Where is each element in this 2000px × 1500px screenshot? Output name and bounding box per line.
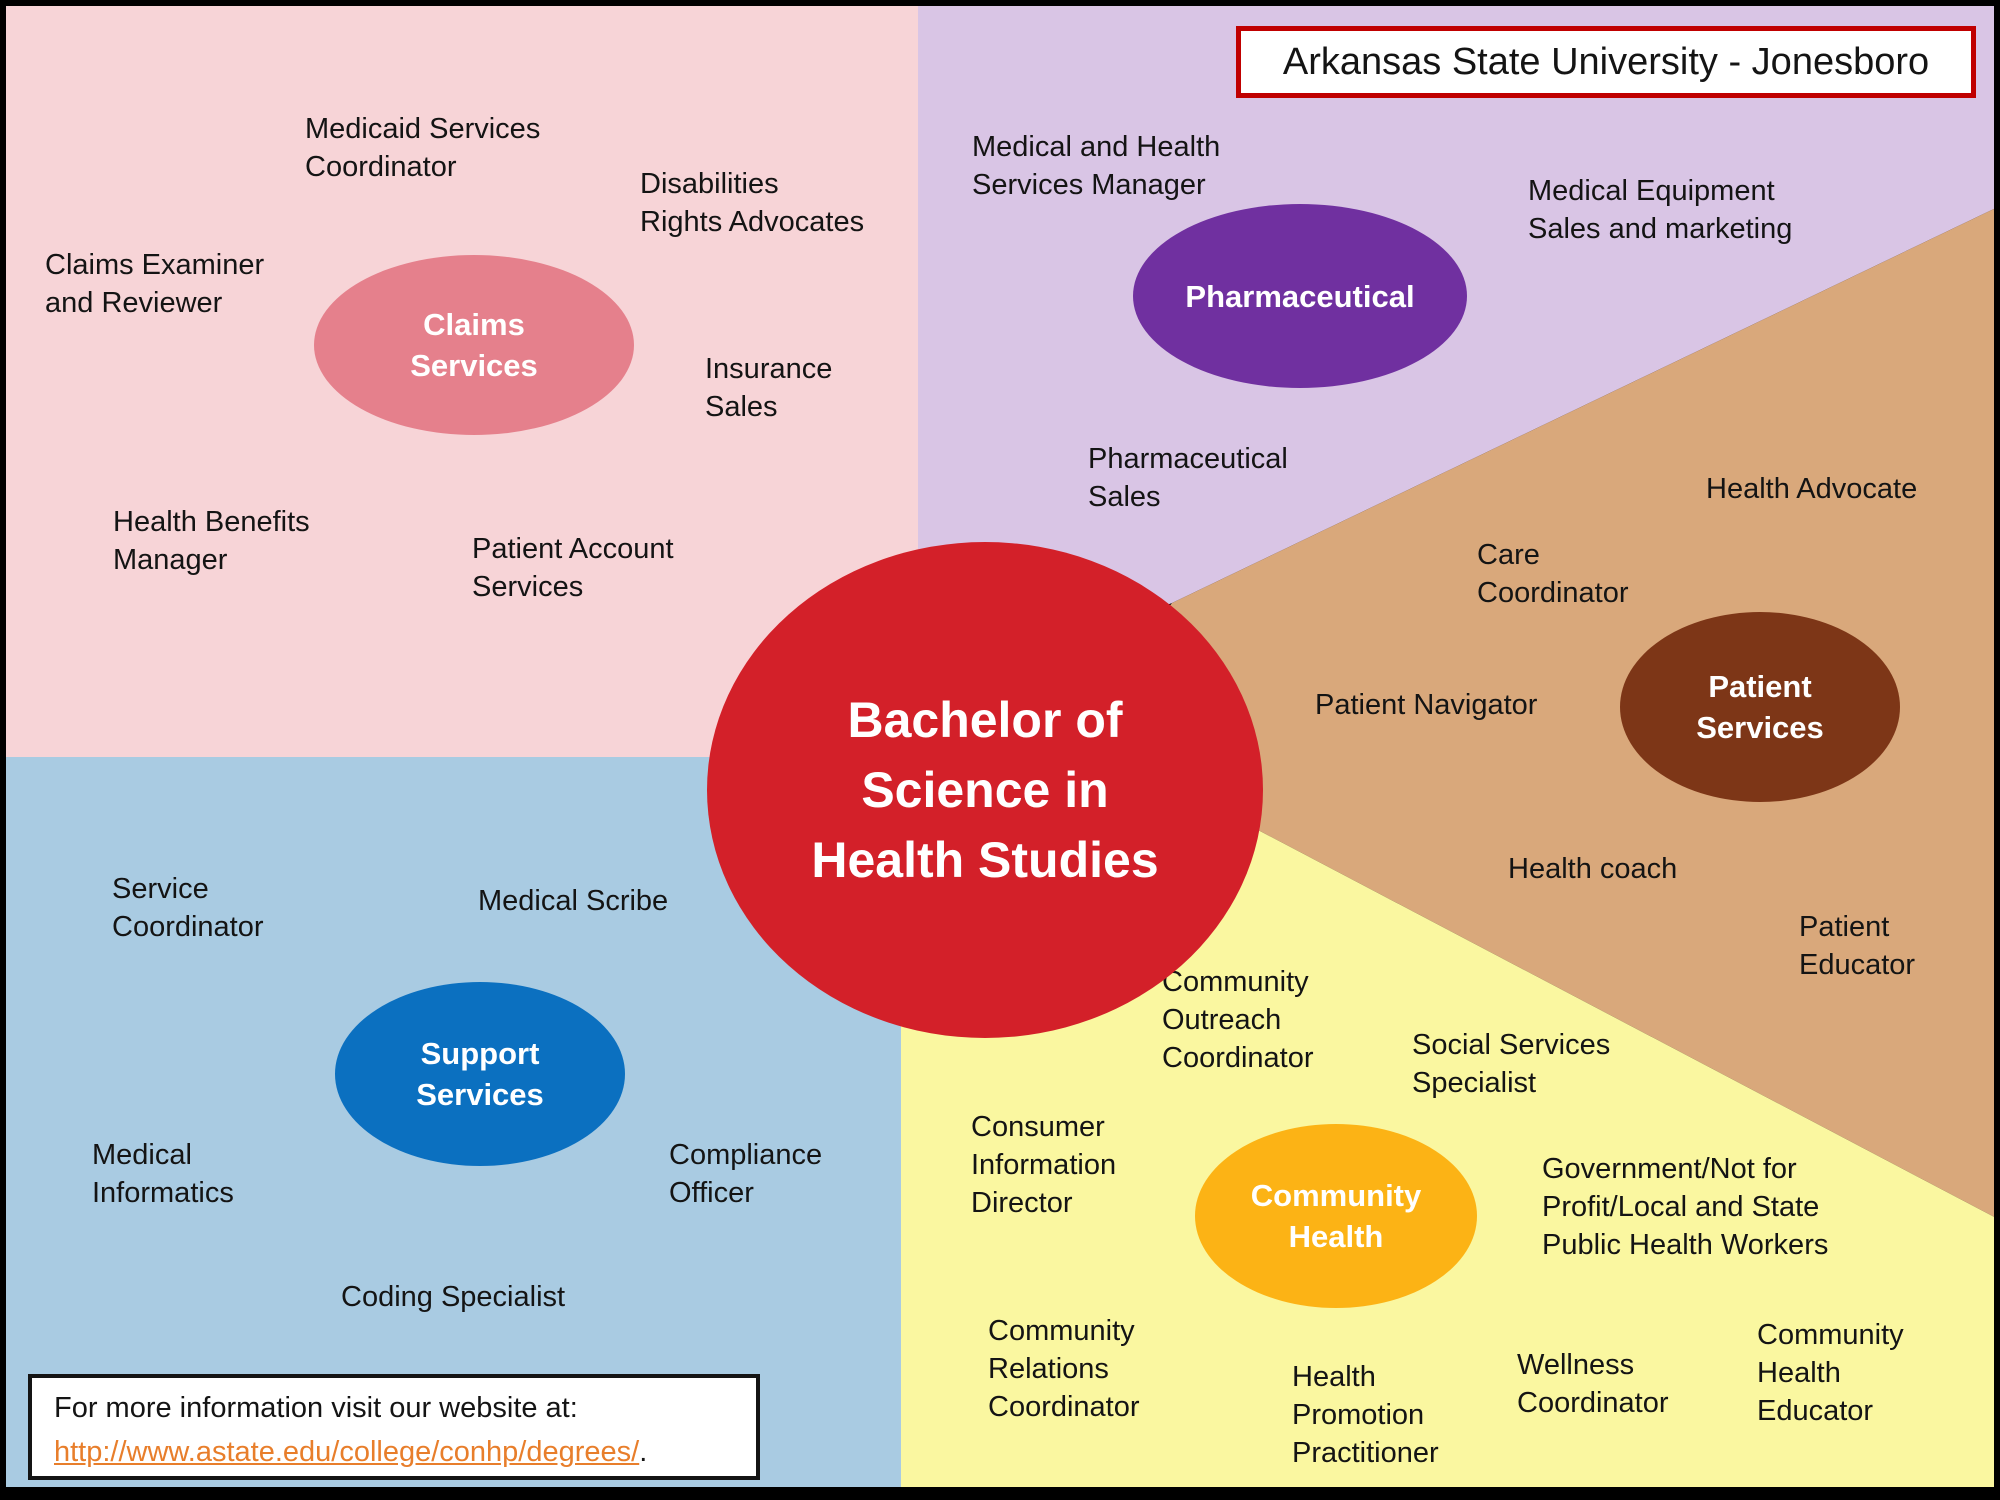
website-link[interactable]: http://www.astate.edu/college/conhp/degr… [54,1436,640,1468]
job-medicaid-services-coordinator: Medicaid Services Coordinator [305,113,541,183]
job-health-coach: Health coach [1508,853,1678,885]
job-government-public-health-workers: Government/Not for Profit/Local and Stat… [1542,1153,1829,1261]
job-pharmaceutical-sales: Pharmaceutical Sales [1088,443,1288,513]
job-health-promotion-practitioner: Health Promotion Practitioner [1292,1361,1439,1469]
job-social-services-specialist: Social Services Specialist [1412,1029,1611,1099]
degree-title-circle: Bachelor of Science in Health Studies [707,542,1263,1038]
job-health-advocate: Health Advocate [1706,473,1918,505]
job-medical-health-services-manager: Medical and Health Services Manager [972,131,1221,201]
support-services-ellipse: Support Services [335,982,625,1166]
university-title: Arkansas State University - Jonesboro [1282,40,1930,83]
job-compliance-officer: Compliance Officer [669,1139,823,1209]
job-health-benefits-manager: Health Benefits Manager [113,506,310,576]
job-care-coordinator: Care Coordinator [1477,539,1629,609]
frame-border-left [0,0,6,1500]
job-patient-educator: Patient Educator [1799,911,1916,981]
job-patient-account-services: Patient Account Services [472,533,674,603]
frame-border-top [0,0,2000,6]
job-community-outreach-coordinator: Community Outreach Coordinator [1162,966,1314,1074]
frame-border-bottom [0,1487,2000,1500]
frame-border-right [1994,0,2000,1500]
claims-services-ellipse: Claims Services [314,255,634,435]
university-title-box: Arkansas State University - Jonesboro [1236,26,1976,98]
job-claims-examiner-reviewer: Claims Examiner and Reviewer [45,249,265,319]
job-medical-scribe: Medical Scribe [478,885,669,917]
job-insurance-sales: Insurance Sales [705,353,833,423]
job-service-coordinator: Service Coordinator [112,873,264,943]
footer-prompt: For more information visit our website a… [54,1392,578,1424]
job-medical-equipment-sales-marketing: Medical Equipment Sales and marketing [1528,175,1793,245]
patient-services-ellipse: Patient Services [1620,612,1900,802]
job-disabilities-rights-advocates: Disabilities Rights Advocates [640,168,865,238]
job-consumer-information-director: Consumer Information Director [971,1111,1117,1219]
job-community-relations-coordinator: Community Relations Coordinator [988,1315,1140,1423]
pharmaceutical-ellipse: Pharmaceutical [1133,204,1467,388]
job-coding-specialist: Coding Specialist [341,1281,566,1313]
footer-period: . [639,1436,648,1468]
job-patient-navigator: Patient Navigator [1315,689,1538,721]
footer-info-box: For more information visit our website a… [28,1374,760,1480]
community-health-ellipse: Community Health [1195,1124,1477,1308]
job-wellness-coordinator: Wellness Coordinator [1517,1349,1669,1419]
job-medical-informatics: Medical Informatics [92,1139,234,1209]
job-community-health-educator: Community Health Educator [1757,1319,1904,1427]
